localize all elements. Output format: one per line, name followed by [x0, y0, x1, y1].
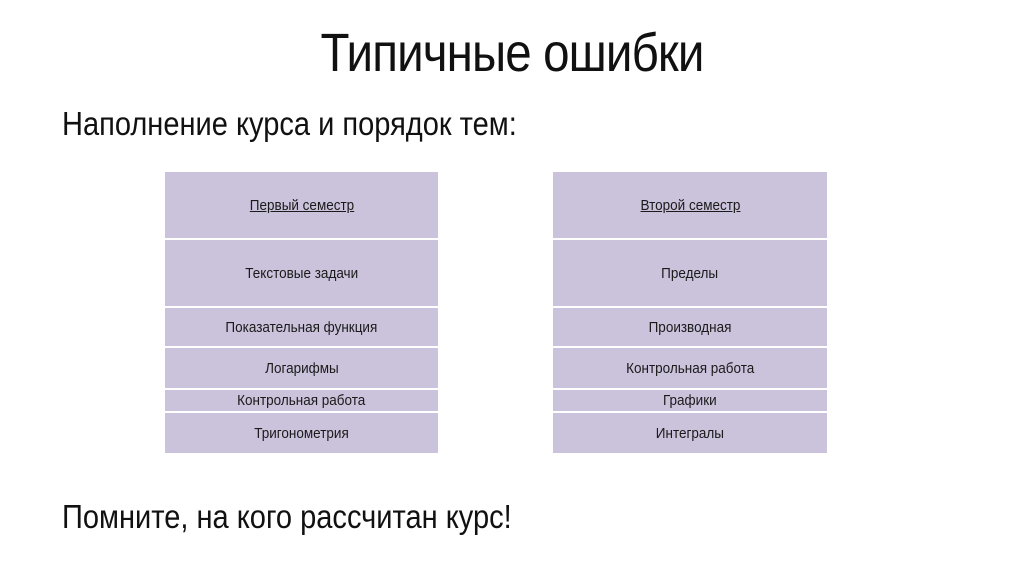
first-semester-header: Первый семестр: [165, 172, 438, 240]
table-row: Пределы: [553, 240, 827, 308]
table-row: Текстовые задачи: [165, 240, 438, 308]
footer-note: Помните, на кого рассчитан курс!: [62, 498, 512, 535]
row-label: Текстовые задачи: [245, 264, 358, 282]
table-row: Тригонометрия: [165, 413, 438, 453]
table-row: Показательная функция: [165, 308, 438, 348]
row-label: Контрольная работа: [625, 359, 755, 377]
row-label: Графики: [663, 392, 717, 409]
slide-title: Типичные ошибки: [320, 23, 704, 83]
first-semester-header-label: Первый семестр: [249, 196, 354, 214]
row-label: Тригонометрия: [254, 424, 349, 442]
row-label: Логарифмы: [264, 359, 339, 377]
table-row: Производная: [553, 308, 827, 348]
row-label: Производная: [648, 318, 732, 336]
table-row: Графики: [553, 390, 827, 413]
subtitle: Наполнение курса и порядок тем:: [62, 105, 517, 142]
row-label: Контрольная работа: [237, 392, 366, 409]
table-row: Контрольная работа: [165, 390, 438, 413]
table-row: Контрольная работа: [553, 348, 827, 390]
table-row: Интегралы: [553, 413, 827, 453]
second-semester-header: Второй семестр: [553, 172, 827, 240]
first-semester-table: Первый семестр Текстовые задачи Показате…: [165, 172, 438, 453]
second-semester-table: Второй семестр Пределы Производная Контр…: [553, 172, 827, 453]
second-semester-header-label: Второй семестр: [640, 196, 740, 214]
table-row: Логарифмы: [165, 348, 438, 390]
row-label: Пределы: [661, 264, 719, 282]
row-label: Интегралы: [655, 424, 725, 442]
row-label: Показательная функция: [225, 318, 378, 336]
